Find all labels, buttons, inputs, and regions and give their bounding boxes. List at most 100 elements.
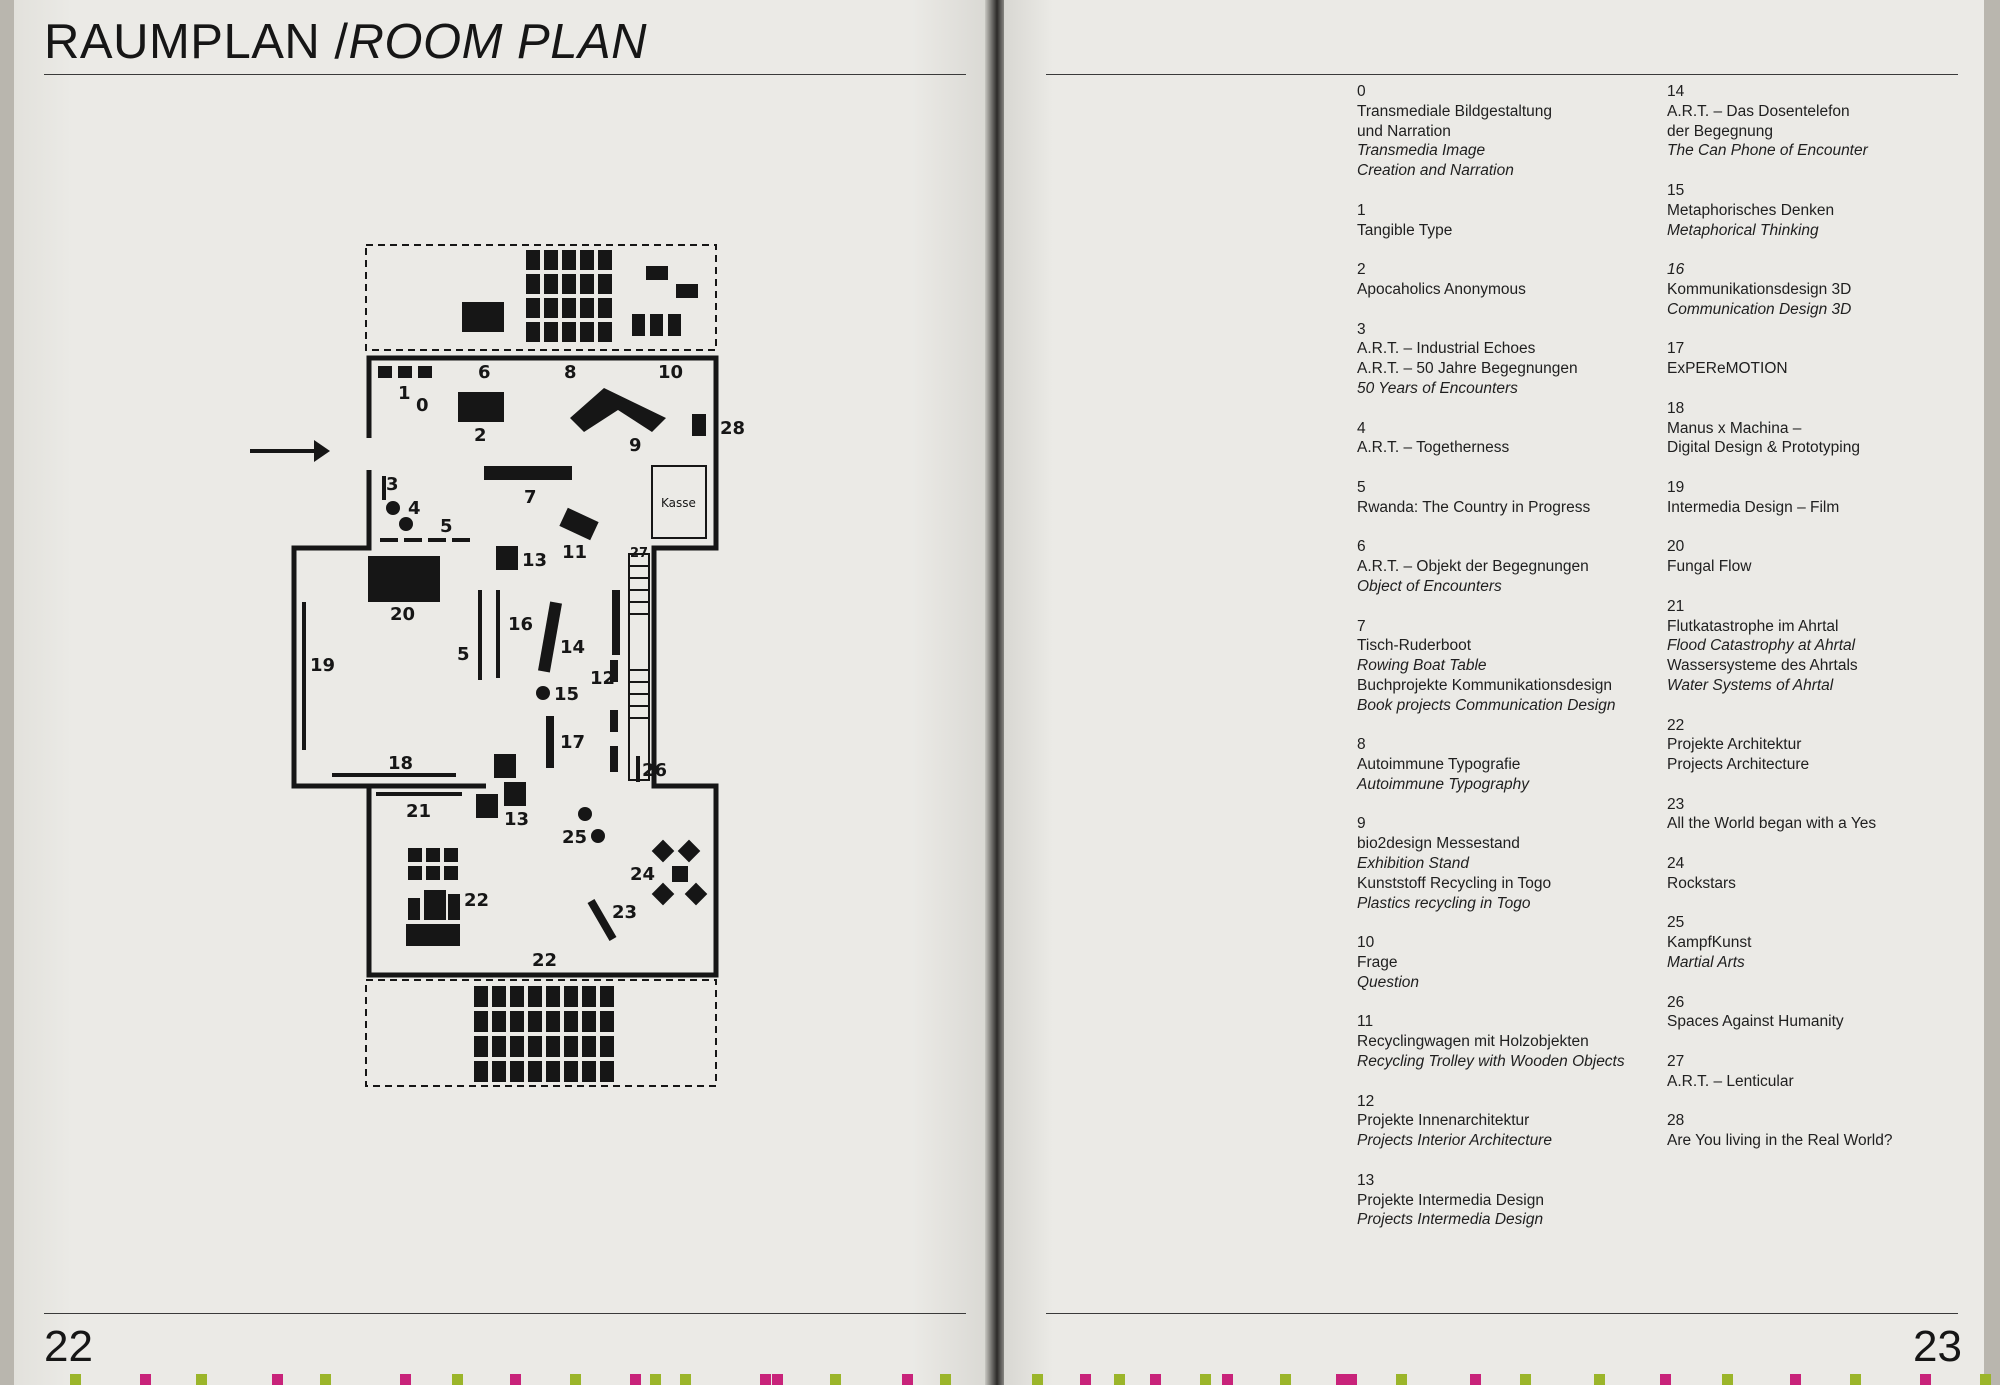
legend-line: Transmediale Bildgestaltung (1357, 102, 1553, 120)
legend-line: Exhibition Stand (1357, 855, 1470, 873)
booth-label: 0 (416, 395, 429, 416)
legend-line: Buchprojekte Kommunikationsdesign (1357, 676, 1613, 694)
top-rule (1046, 74, 1958, 75)
strip-mark (1336, 1374, 1347, 1385)
strip-mark (1660, 1374, 1671, 1385)
booth-label: 27 (630, 546, 648, 561)
booth-label: 5 (440, 516, 453, 537)
legend-line: Tangible Type (1357, 221, 1453, 239)
legend-number: 25 (1667, 914, 1685, 932)
legend-number: 22 (1667, 716, 1685, 734)
legend-number: 23 (1667, 795, 1685, 813)
legend-line: Wassersysteme des Ahrtals (1667, 657, 1858, 675)
strip-mark (830, 1374, 841, 1385)
booth-label: 25 (562, 827, 587, 848)
legend-line: Transmedia Image (1357, 142, 1486, 160)
legend-line: Apocaholics Anonymous (1357, 280, 1526, 298)
strip-mark (452, 1374, 463, 1385)
legend-number: 27 (1667, 1053, 1685, 1071)
legend-line: ExPEReMOTION (1667, 360, 1788, 378)
legend-line: Recycling Trolley with Wooden Objects (1357, 1053, 1625, 1071)
strip-mark (1520, 1374, 1531, 1385)
booth-label: 7 (524, 487, 537, 508)
strip-mark (1280, 1374, 1291, 1385)
legend-line: Martial Arts (1667, 954, 1745, 972)
legend-line: Object of Encounters (1357, 577, 1502, 595)
legend-number: 9 (1357, 815, 1366, 833)
legend-line: Plastics recycling in Togo (1357, 894, 1531, 912)
strip-mark (1346, 1374, 1357, 1385)
legend-line: Intermedia Design – Film (1667, 498, 1840, 516)
legend-number: 26 (1667, 993, 1685, 1011)
legend-line: Flutkatastrophe im Ahrtal (1667, 617, 1839, 635)
booth-label: 13 (504, 809, 529, 830)
legend-line: Projects Architecture (1667, 756, 1810, 774)
strip-mark (760, 1374, 771, 1385)
strip-mark (196, 1374, 207, 1385)
legend-number: 11 (1357, 1013, 1374, 1031)
booth-label: 26 (642, 760, 667, 781)
booth-label: 18 (388, 753, 413, 774)
color-strip (70, 1374, 1991, 1385)
strip-mark (140, 1374, 151, 1385)
strip-mark (1850, 1374, 1861, 1385)
legend-line: Digital Design & Prototyping (1667, 439, 1860, 457)
strip-mark (320, 1374, 331, 1385)
legend-line: Autoimmune Typografie (1357, 756, 1521, 774)
floor-plan: 0 1 2 3 4 5 5 6 7 8 9 10 11 12 13 13 14 … (250, 244, 745, 1087)
legend-number: 6 (1357, 538, 1366, 556)
strip-mark (400, 1374, 411, 1385)
legend-line: Metaphorisches Denken (1667, 201, 1835, 219)
upper-seat-grid (526, 250, 612, 342)
strip-mark (1470, 1374, 1481, 1385)
booth-label: 20 (390, 604, 415, 625)
strip-mark (1790, 1374, 1801, 1385)
legend-number: 14 (1667, 83, 1685, 100)
booth-label: 24 (630, 864, 655, 885)
legend-number: 13 (1357, 1171, 1375, 1189)
strip-mark (570, 1374, 581, 1385)
strip-mark (1150, 1374, 1161, 1385)
legend-line: A.R.T. – Lenticular (1667, 1072, 1794, 1090)
legend-line: Rowing Boat Table (1357, 657, 1487, 675)
legend-line: Are You living in the Real World? (1667, 1132, 1893, 1150)
legend-line: Projekte Intermedia Design (1357, 1191, 1544, 1209)
legend-number: 24 (1667, 855, 1685, 873)
booth-label: 23 (612, 902, 637, 923)
legend-line: der Begegnung (1667, 122, 1774, 140)
booth-label: 3 (386, 474, 399, 495)
legend-number: 19 (1667, 478, 1685, 496)
page-title: RAUMPLAN /ROOM PLAN (44, 14, 647, 70)
booth-label: 4 (408, 498, 421, 519)
legend-number: 5 (1357, 478, 1366, 496)
page-number-right: 23 (1913, 1322, 1962, 1371)
legend-line: A.R.T. – 50 Jahre Begegnungen (1357, 360, 1578, 378)
booth-label: 22 (464, 890, 489, 911)
kasse-label: Kasse (661, 496, 696, 510)
page-number-left: 22 (44, 1322, 93, 1371)
booth-label: 6 (478, 362, 491, 383)
legend-number: 18 (1667, 399, 1685, 417)
strip-mark (1200, 1374, 1211, 1385)
legend-line: Spaces Against Humanity (1667, 1013, 1844, 1031)
legend-number: 12 (1357, 1092, 1375, 1110)
legend-line: Projekte Architektur (1667, 736, 1802, 754)
